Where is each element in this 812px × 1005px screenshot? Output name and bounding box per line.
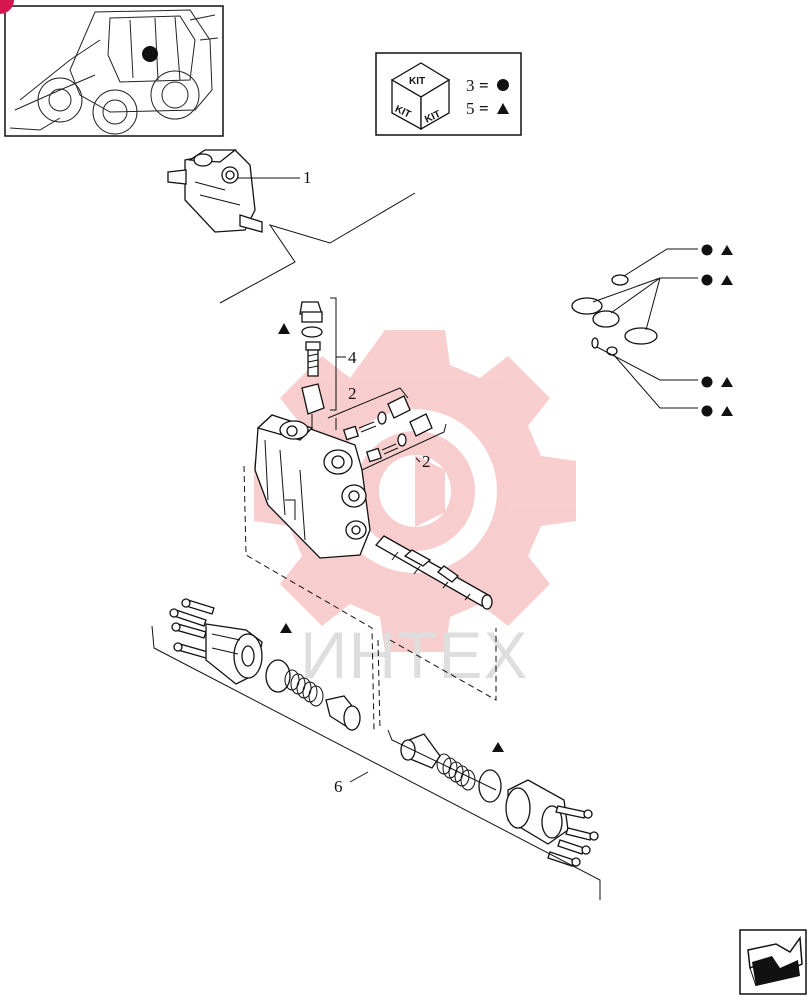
kit-row-equals: =	[479, 76, 489, 95]
triangle-kit-icon	[721, 406, 733, 416]
kit-legend-row-circle: 3 =	[466, 76, 509, 95]
o-ring-tiny	[606, 346, 618, 356]
coil-spring	[284, 669, 324, 707]
o-ring-large	[592, 310, 620, 328]
kit-row-number: 5	[466, 99, 475, 118]
circle-kit-icon	[701, 244, 713, 256]
dashed-assembly-lines	[243, 465, 497, 731]
section-break-line	[219, 192, 416, 304]
backhoe-loader-thumbnail-icon	[9, 9, 219, 135]
triangle-kit-icon	[721, 275, 733, 285]
watermark-text: ИНТЕХ	[300, 618, 528, 692]
triangle-kit-icon	[497, 103, 509, 114]
backhoe-loader-thumbnail[interactable]	[0, 0, 224, 137]
check-valve-upper-part-2[interactable]	[342, 395, 411, 441]
triangle-kit-icon	[721, 245, 733, 255]
bracket-6	[151, 625, 601, 900]
next-page-arrow-icon	[747, 935, 803, 987]
triangle-kit-icon	[280, 623, 292, 633]
kit-legend: KIT KIT KIT 3 = 5 =	[375, 52, 522, 136]
cap-bolts	[547, 805, 599, 867]
o-ring-large	[624, 327, 658, 345]
next-page-button[interactable]	[739, 929, 807, 995]
valve-assembly-part-1[interactable]	[167, 149, 263, 233]
relief-valve-part-4[interactable]	[299, 301, 325, 440]
leader-line-6	[349, 771, 369, 783]
o-ring-cap	[265, 659, 291, 693]
triangle-kit-icon	[278, 323, 290, 334]
bracket-4	[330, 297, 346, 411]
triangle-kit-icon	[721, 377, 733, 387]
callout-4: 4	[348, 348, 357, 367]
callout-1: 1	[303, 168, 312, 187]
valve-section-body[interactable]	[254, 414, 371, 559]
kit-label-top: KIT	[409, 76, 425, 87]
left-end-cap-assembly[interactable]	[169, 598, 361, 731]
seal-kit-group	[571, 244, 733, 417]
location-marker-dot	[142, 46, 158, 62]
callout-2-lower: 2	[422, 452, 431, 471]
spool[interactable]	[374, 535, 493, 610]
triangle-kit-icon	[492, 742, 504, 752]
circle-kit-icon	[701, 274, 713, 286]
bracket-2-upper	[327, 387, 409, 430]
o-ring-large	[571, 297, 603, 315]
kit-row-equals: =	[479, 99, 489, 118]
o-ring-tiny	[591, 337, 599, 349]
bracket-2-lower	[361, 423, 447, 471]
o-ring-cap	[478, 769, 502, 803]
corner-badge	[0, 0, 14, 14]
circle-kit-icon	[701, 376, 713, 388]
cap-bolts	[169, 598, 215, 659]
kit-legend-row-triangle: 5 =	[466, 99, 509, 118]
callout-2-upper: 2	[348, 384, 357, 403]
coil-spring	[436, 753, 476, 791]
check-valve-lower-part-2[interactable]	[365, 413, 433, 463]
o-ring-small	[611, 274, 629, 286]
right-end-cap-assembly[interactable]	[400, 733, 599, 867]
callout-6: 6	[334, 777, 343, 796]
kit-row-number: 3	[466, 76, 475, 95]
circle-kit-icon	[497, 79, 509, 91]
circle-kit-icon	[701, 405, 713, 417]
kit-box-icon: KIT KIT KIT	[390, 62, 451, 131]
